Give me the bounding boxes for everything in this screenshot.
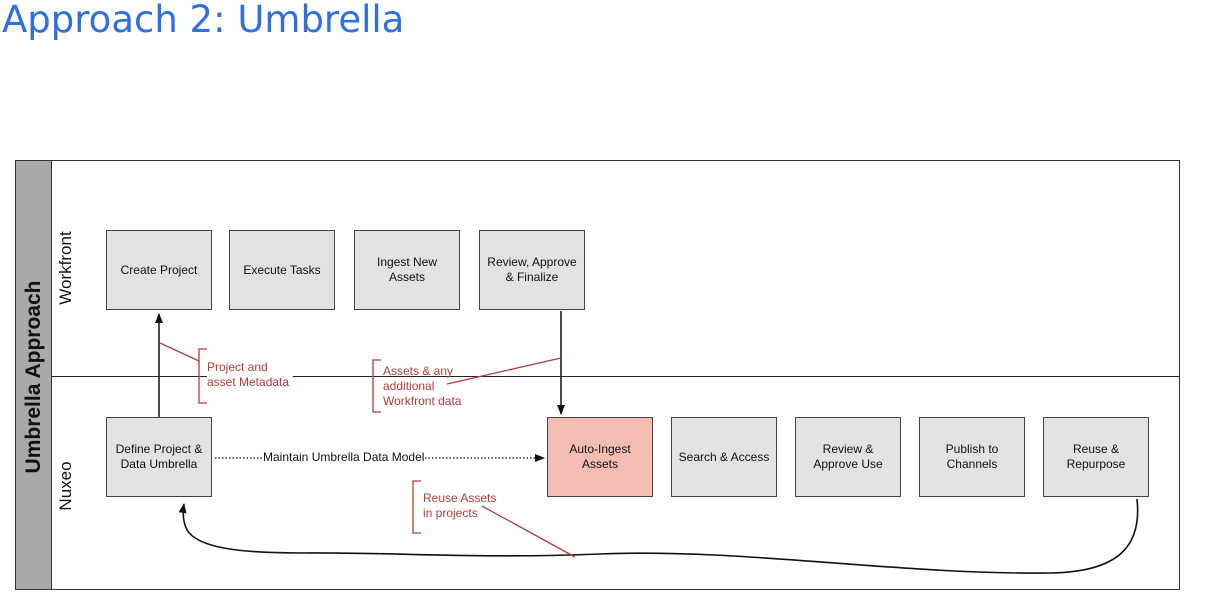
step-reuse-repurpose: Reuse & Repurpose [1043,417,1149,497]
lane-divider [52,376,1180,377]
callout-assets-data [446,357,562,385]
annotation-assets-data: Assets & any additional Workfront data [383,364,462,408]
step-execute-tasks: Execute Tasks [229,230,335,310]
slide-title: Approach 2: Umbrella [2,0,405,41]
step-publish-channels: Publish to Channels [919,417,1025,497]
annotation-reuse-assets: Reuse Assets in projects [423,491,497,520]
step-ingest-new-assets: Ingest New Assets [354,230,460,310]
step-define-project-umbrella: Define Project & Data Umbrella [106,417,212,497]
step-create-project: Create Project [106,230,212,310]
bracket-reuse-assets [412,480,421,534]
arrow-reuse-loop [178,498,1139,574]
step-search-access: Search & Access [671,417,777,497]
bracket-assets-data [372,359,381,413]
step-auto-ingest-assets: Auto-Ingest Assets [547,417,653,497]
callout-reuse-assets [481,505,576,558]
swimlane-frame: Umbrella Approach Workfront Nuxeo [15,160,1180,590]
flow-label-maintain-data-model: Maintain Umbrella Data Model [262,450,426,464]
step-review-approve-finalize: Review, Approve & Finalize [479,230,585,310]
step-review-approve-use: Review & Approve Use [795,417,901,497]
annotation-project-metadata: Project and asset Metadata [207,360,294,390]
callout-project-metadata [159,342,200,362]
side-band: Umbrella Approach [16,161,52,589]
bracket-project-metadata [198,348,207,404]
